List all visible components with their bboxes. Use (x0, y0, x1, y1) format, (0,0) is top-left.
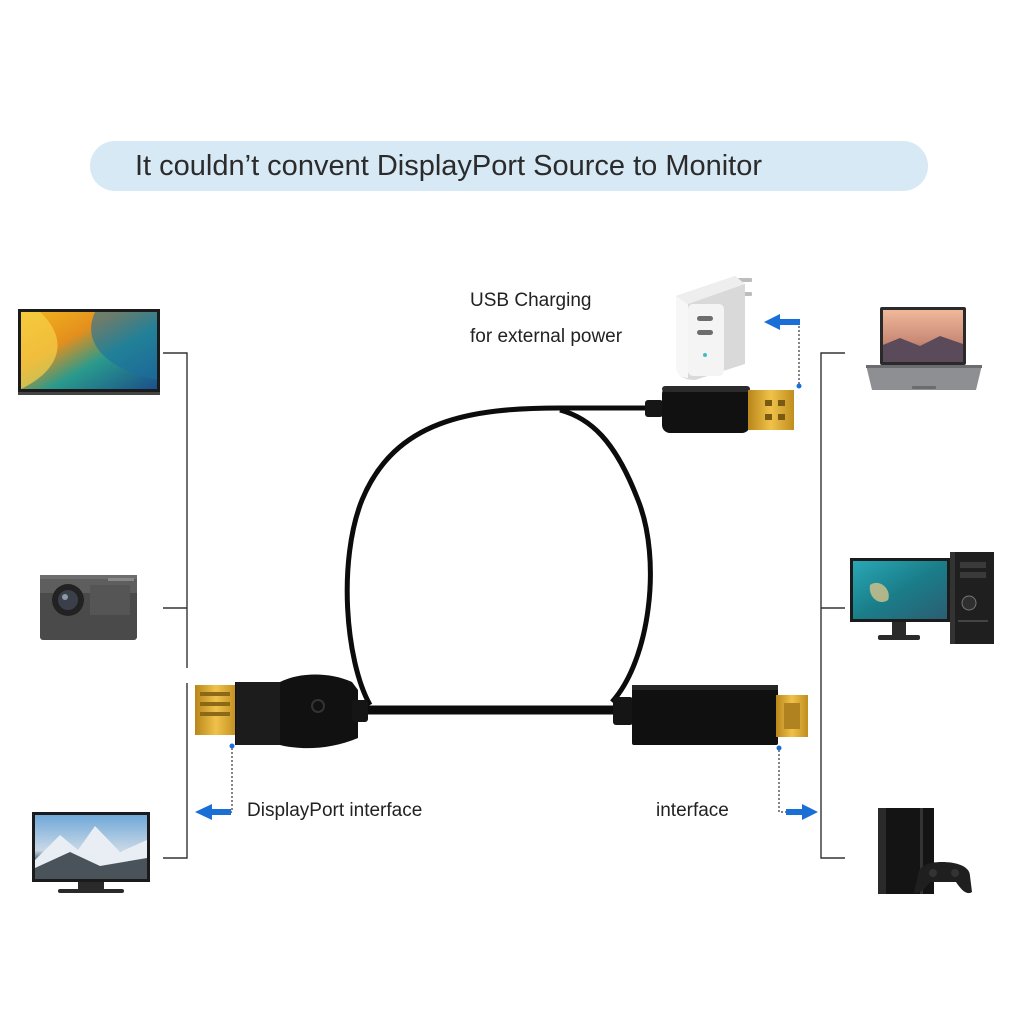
displayport-arrow (195, 743, 235, 820)
external-power-label: for external power (470, 326, 623, 347)
usb-charging-label: USB Charging (470, 290, 592, 311)
tv-icon (18, 309, 160, 395)
left-bracket (163, 352, 188, 859)
desktop-pc-icon (850, 552, 994, 644)
right-bracket (820, 352, 845, 859)
title-banner (90, 141, 928, 191)
usb-a-connector (645, 386, 794, 433)
laptop-icon (866, 307, 982, 390)
monitor-icon (32, 812, 150, 893)
usb-c-charger-icon (676, 276, 752, 380)
displayport-interface-label: DisplayPort interface (247, 800, 423, 821)
hdmi-arrow (776, 745, 818, 820)
hdmi-connector (613, 685, 808, 745)
game-console-icon (878, 808, 972, 894)
cable-loop (344, 405, 653, 715)
charger-arrow (764, 314, 802, 389)
title-text: It couldn’t convent DisplayPort Source t… (135, 150, 763, 182)
displayport-connector (195, 674, 368, 749)
hdmi-interface-label: interface (656, 800, 729, 821)
projector-icon (40, 575, 137, 640)
